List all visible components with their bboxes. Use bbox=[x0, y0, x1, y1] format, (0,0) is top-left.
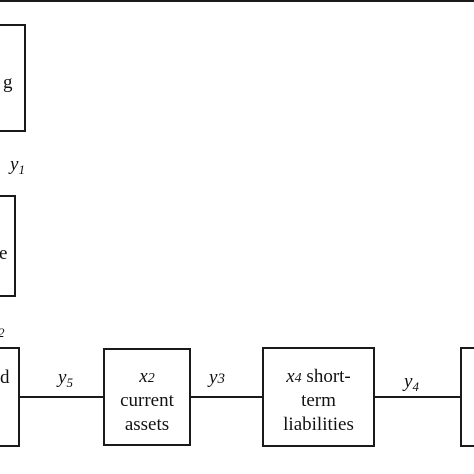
edge-y4-label: y4 bbox=[404, 370, 419, 399]
edge-y3-var: y bbox=[209, 367, 218, 388]
node-x4-line1a: short- bbox=[306, 366, 351, 387]
edge-y5-label: y5 bbox=[58, 366, 73, 395]
node-mid-left bbox=[0, 195, 16, 297]
edge-y5-var: y bbox=[58, 367, 67, 388]
node-x2-var: x bbox=[139, 366, 148, 387]
node-x2-sub: 2 bbox=[147, 371, 155, 386]
edge-y2-sub: 2 bbox=[0, 325, 5, 340]
edge-y5-line bbox=[20, 396, 103, 398]
node-top-left bbox=[0, 24, 26, 132]
edge-y1-label: y1 bbox=[10, 153, 25, 182]
edge-y4-var: y bbox=[404, 371, 413, 392]
node-x4-line1b: term bbox=[301, 390, 336, 411]
node-x4-sub: 4 bbox=[294, 371, 302, 386]
node-right-cropped bbox=[460, 347, 474, 447]
edge-y4-sub: 4 bbox=[412, 379, 419, 394]
edge-y5-sub: 5 bbox=[66, 375, 73, 390]
node-x2-title: x2 bbox=[103, 365, 191, 391]
node-x4-title: x4 short- bbox=[262, 365, 375, 391]
edge-y1-var: y bbox=[10, 154, 19, 175]
node-x4-var: x bbox=[286, 366, 295, 387]
top-border-line bbox=[0, 0, 474, 2]
node-x2-line1: current bbox=[120, 390, 174, 411]
node-bottom-left bbox=[0, 347, 20, 447]
edge-y3-sub: 3 bbox=[217, 371, 225, 387]
edge-y4-line bbox=[375, 396, 460, 398]
node-x2-current-assets bbox=[103, 348, 191, 446]
edge-y3-line bbox=[191, 396, 262, 398]
node-bottom-left-label: d bbox=[0, 367, 10, 388]
node-x4-line2: liabilities bbox=[283, 414, 354, 435]
node-x4-short-term-liabilities bbox=[262, 347, 375, 447]
edge-y2-fragment: 2 bbox=[0, 316, 5, 345]
node-x2-line2: assets bbox=[124, 414, 170, 435]
edge-y3-label: y3 bbox=[209, 366, 225, 391]
node-top-left-label: g bbox=[3, 72, 13, 93]
node-mid-left-label: e bbox=[0, 243, 8, 264]
edge-y1-sub: 1 bbox=[18, 162, 25, 177]
